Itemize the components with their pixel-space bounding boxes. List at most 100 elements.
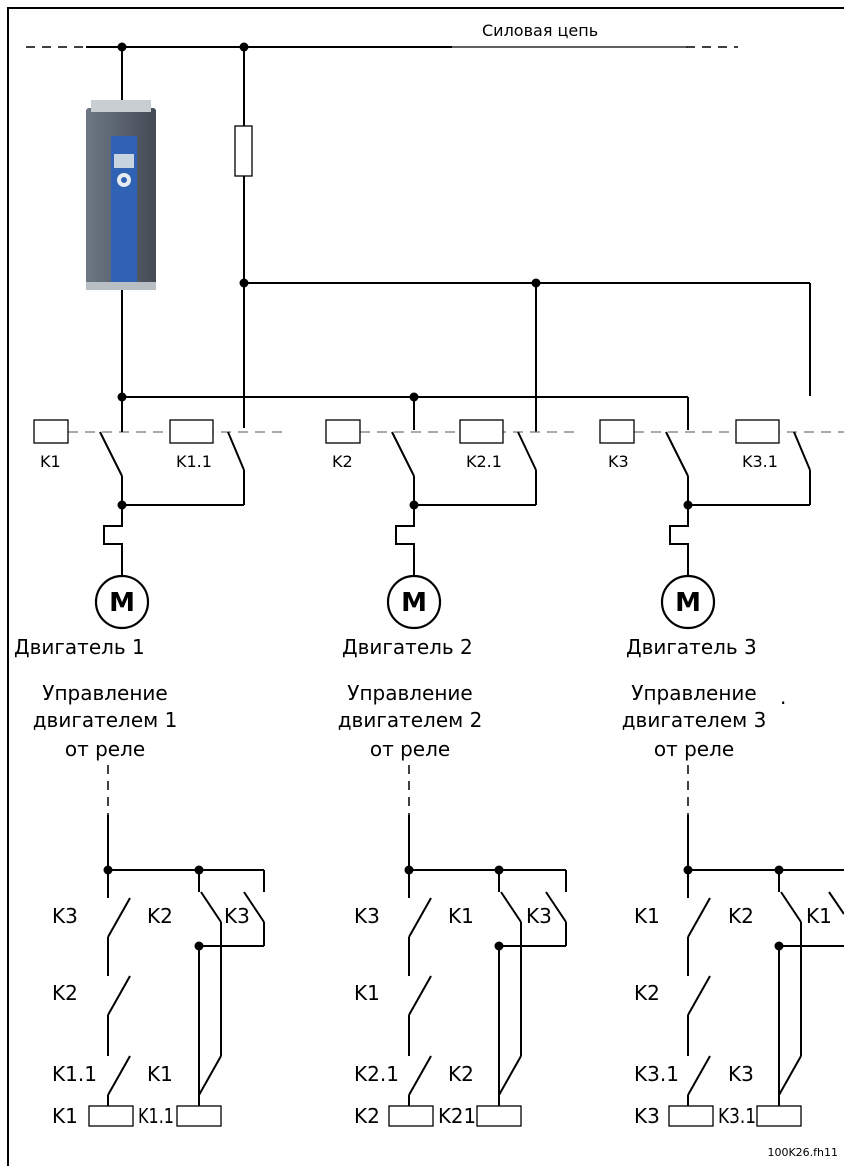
switch-contact [227,431,245,471]
relay-coil [176,1105,222,1127]
nc-contact [107,1055,131,1096]
switch-contact [517,431,537,471]
no-contact [500,891,522,923]
contact-label: K2 [448,1062,474,1086]
nc-contact [498,1055,522,1096]
contactor-coil-k3 [599,419,635,444]
frequency-converter-icon [86,100,156,290]
relay-control-line1: Управление [347,681,472,705]
nc-contact [107,897,131,938]
contact-label: K1 [147,1062,173,1086]
contactor-coil-k1-1 [169,419,214,444]
no-contact [828,891,844,915]
coil-label: K2 [354,1104,380,1128]
contact-label: K2 [52,981,78,1005]
contact-label: K2 [634,981,660,1005]
contactor-label-k1: K1 [40,452,61,471]
no-contact [545,891,567,923]
contact-label: K1 [634,904,660,928]
ladder-2: K3 K1 K3 K1 K2.1 K2 K2 K21 [354,765,567,1128]
nc-contact [408,975,432,1016]
contactor-label-k2: K2 [332,452,353,471]
contactor-coil-k2 [325,419,361,444]
contactor-coil-k2-1 [459,419,504,444]
relay-coil [756,1105,802,1127]
switch-contact [793,431,811,471]
ladder-1: K3 K2 K3 K2 K1.1 K1 K1 K1.1 [52,765,265,1128]
contactor-group-3: K3 K3.1 [599,419,844,510]
switch-contact [99,431,123,477]
coil-label: K21 [438,1104,476,1128]
contactor-group-2: K2 K2.1 [325,419,576,510]
contact-label: K2 [728,904,754,928]
contact-label: K3 [224,904,250,928]
relay-control-line3: от реле [654,737,734,761]
motor-icon [660,574,716,630]
relay-coil [88,1105,134,1127]
no-contact [200,891,222,923]
resistor-symbol [234,125,253,177]
contact-label: K2.1 [354,1062,399,1086]
motor-icon [386,574,442,630]
relay-control-line3: от реле [370,737,450,761]
contact-label: K3 [526,904,552,928]
page-frame [7,7,844,1166]
stray-dot: . [780,685,786,709]
nc-contact [107,975,131,1016]
contactor-label-k3: K3 [608,452,629,471]
ladder-3: K1 K2 K1 K2 K3.1 K3 K3 K3.1 [634,765,844,1128]
nc-contact [687,897,711,938]
switch-contact [391,431,415,477]
relay-control-line3: от реле [65,737,145,761]
nc-contact [198,1055,222,1096]
contact-label: K3 [52,904,78,928]
power-circuit-label: Силовая цепь [482,21,598,40]
contact-label: K1 [448,904,474,928]
motor-name: Двигатель 2 [342,635,473,659]
nc-contact [687,1055,711,1096]
coil-label: K3 [634,1104,660,1128]
no-contact [243,891,265,923]
nc-contact [408,897,432,938]
nc-contact [687,975,711,1016]
contact-label: K3.1 [634,1062,679,1086]
contact-label: K1 [806,904,832,928]
contact-label: K1 [354,981,380,1005]
motor-1: M Двигатель 1 Управление двигателем 1 от… [14,505,177,761]
relay-control-line2: двигателем 3 [622,708,767,732]
contactor-label-k3-1: K3.1 [742,452,778,471]
coil-label: K3.1 [718,1104,756,1128]
junction-dot [239,42,249,52]
switch-contact [665,431,689,477]
motor-icon [94,574,150,630]
contactor-label-k1-1: K1.1 [176,452,212,471]
coil-label: K1 [52,1104,78,1128]
motor-symbol: M [675,588,701,618]
contactor-coil-k1 [33,419,69,444]
relay-coil [476,1105,522,1127]
contactor-label-k2-1: K2.1 [466,452,502,471]
relay-coil [388,1105,434,1127]
contactor-coil-k3-1 [735,419,780,444]
contact-label: K2 [147,904,173,928]
contact-label: K3 [354,904,380,928]
contact-label: K3 [728,1062,754,1086]
contactor-group-1: K1 K1.1 [33,419,284,510]
relay-control-line2: двигателем 1 [33,708,178,732]
nc-contact [408,1055,432,1096]
contact-label: K1.1 [52,1062,97,1086]
nc-contact [778,1055,802,1096]
motor-2: M Двигатель 2 Управление двигателем 2 от… [338,505,483,761]
relay-control-line1: Управление [631,681,756,705]
motor-name: Двигатель 3 [626,635,757,659]
motor-symbol: M [109,588,135,618]
relay-control-line2: двигателем 2 [338,708,483,732]
junction-dot [117,42,127,52]
figure-id-label: 100K26.fh11 [767,1146,838,1159]
coil-label: K1.1 [138,1104,174,1128]
motor-name: Двигатель 1 [14,635,145,659]
motor-symbol: M [401,588,427,618]
no-contact [780,891,802,923]
relay-control-line1: Управление [42,681,167,705]
